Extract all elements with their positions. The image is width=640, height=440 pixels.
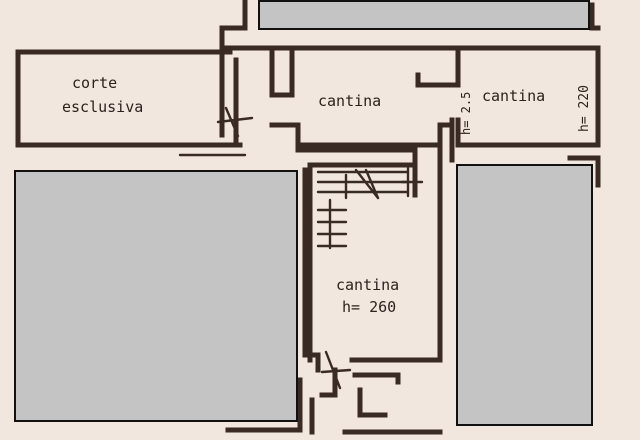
staircase-outline — [307, 162, 415, 363]
label-cantina-center: cantina — [318, 92, 381, 110]
wall-top-left — [219, 0, 295, 98]
wall-corte-outline — [15, 49, 243, 148]
label-corte: corte — [72, 74, 117, 92]
redaction-block-top — [258, 0, 590, 30]
wall-top-right — [589, 2, 601, 31]
redaction-block-right — [456, 164, 593, 426]
wall-right-bottom — [567, 155, 601, 188]
wall-bottom-left — [225, 377, 315, 435]
door-swing-corte — [216, 106, 254, 138]
label-cantina-bottom-height: h= 260 — [342, 298, 396, 316]
label-cantina-bottom: cantina — [336, 276, 399, 294]
door-swing-bottom — [320, 350, 352, 390]
label-cantina-right: cantina — [482, 87, 545, 105]
wall-cantina-center-lower — [295, 147, 443, 363]
label-esclusiva: esclusiva — [62, 98, 143, 116]
redaction-block-left — [14, 170, 298, 422]
stair-arrow — [400, 166, 424, 198]
wall-top-middle — [289, 45, 461, 88]
wall-bottom-right — [352, 372, 401, 418]
staircase-treads — [316, 168, 410, 250]
wall-cantina-right — [455, 45, 601, 148]
label-cantina-right-height: h= 220 — [577, 85, 592, 132]
label-cantina-mid-height: h= 2.5 — [459, 92, 473, 135]
wall-cantina-center — [269, 122, 455, 148]
